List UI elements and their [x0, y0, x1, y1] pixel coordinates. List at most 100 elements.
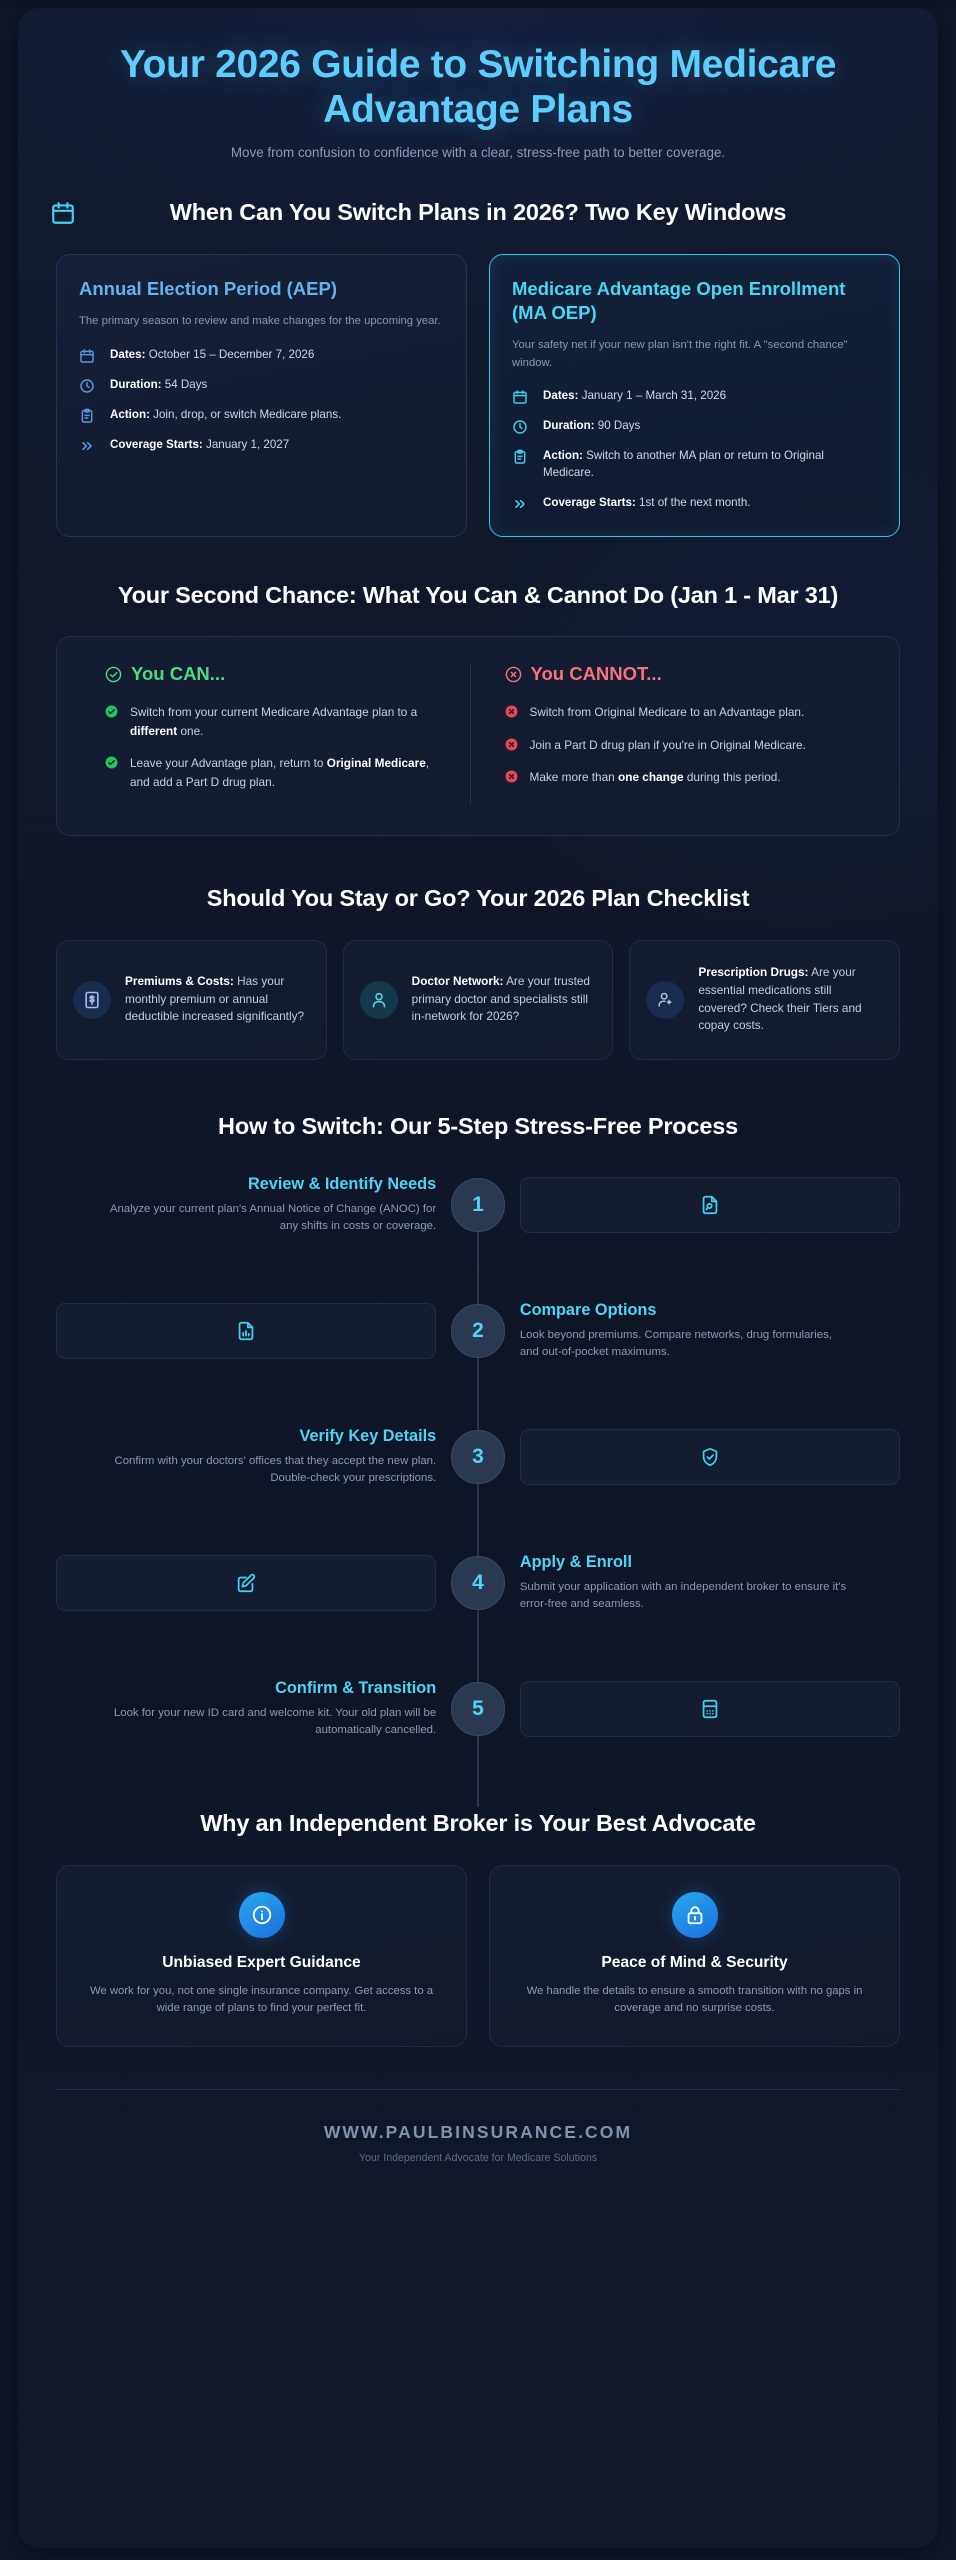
windows-section-heading: When Can You Switch Plans in 2026? Two K… [169, 199, 787, 226]
step-connector-line [477, 1207, 479, 1808]
maoep-card-title: Medicare Advantage Open Enrollment (MA O… [512, 278, 846, 324]
aep-coverage-label: Coverage Starts: [110, 437, 203, 451]
cannot-title: You CANNOT... [530, 663, 662, 685]
clipboard-icon [512, 448, 530, 465]
file-chart-icon [235, 1320, 257, 1342]
edit-square-icon [235, 1572, 257, 1594]
aep-dates-label: Dates: [110, 347, 146, 361]
step-3-title: Verify Key Details [299, 1427, 437, 1446]
checklist-text: Doctor Network: Are your trusted primary… [412, 973, 597, 1026]
step-4-text: Apply & Enroll Submit your application w… [520, 1553, 900, 1613]
checklist-card-prescription-drugs: Prescription Drugs: Are your essential m… [629, 939, 901, 1060]
cannot-item-pre: Switch from Original Medicare to an Adva… [529, 705, 805, 720]
calendar-icon [50, 200, 76, 226]
broker-card-text: We work for you, not one single insuranc… [89, 1984, 434, 2015]
can-item-bold: Original Medicare [326, 756, 426, 771]
process-step-2: 2 Compare Options Look beyond premiums. … [56, 1293, 900, 1369]
aep-duration-row: Duration: 54 Days [79, 377, 444, 394]
chevrons-right-icon [512, 495, 530, 512]
step-2-description: Look beyond premiums. Compare networks, … [519, 1329, 832, 1359]
broker-cards-row: Unbiased Expert Guidance We work for you… [18, 1864, 938, 2047]
footer-content: WWW.PAULBINSURANCE.COM Your Independent … [56, 2122, 900, 2204]
clipboard-icon [79, 407, 97, 424]
process-step-4: 4 Apply & Enroll Submit your application… [56, 1545, 900, 1621]
maoep-action-value: Switch to another MA plan or return to O… [543, 449, 824, 479]
footer-divider [56, 2088, 900, 2090]
broker-card-security: Peace of Mind & Security We handle the d… [489, 1864, 900, 2047]
shield-check-icon [699, 1446, 721, 1468]
step-3-number: 3 [450, 1430, 505, 1485]
info-icon [238, 1891, 285, 1938]
infographic-sheet: Your 2026 Guide to Switching Medicare Ad… [18, 8, 938, 2548]
windows-section-header: When Can You Switch Plans in 2026? Two K… [18, 198, 938, 228]
checklist-card-body: Are your trusted primary doctor and spec… [411, 974, 590, 1024]
calendar-icon [512, 388, 530, 405]
file-search-icon [699, 1194, 721, 1216]
aep-coverage-row: Coverage Starts: January 1, 2027 [79, 437, 444, 454]
step-2-marker: 2 [436, 1304, 520, 1359]
maoep-dates-label: Dates: [543, 389, 579, 403]
cannot-item-pre: Make more than [529, 770, 619, 785]
chevrons-right-icon [79, 437, 97, 454]
step-5-number: 5 [450, 1682, 505, 1737]
aep-coverage-value: January 1, 2027 [206, 437, 290, 451]
x-badge-icon [505, 768, 519, 786]
aep-action-row: Action: Join, drop, or switch Medicare p… [79, 407, 444, 424]
aep-action-value: Join, drop, or switch Medicare plans. [153, 407, 342, 421]
hero-section: Your 2026 Guide to Switching Medicare Ad… [18, 8, 938, 184]
x-circle-icon [505, 666, 522, 683]
step-4-icon-box [56, 1555, 437, 1612]
lock-icon [671, 1891, 718, 1938]
step-5-marker: 5 [436, 1682, 520, 1737]
step-5-description: Look for your new ID card and welcome ki… [113, 1707, 437, 1737]
step-3-icon-box [519, 1429, 900, 1486]
footer-tagline: Your Independent Advocate for Medicare S… [358, 2151, 598, 2164]
cannot-item: Join a Part D drug plan if you're in Ori… [505, 736, 852, 754]
cannot-column: You CANNOT... Switch from Original Medic… [469, 663, 870, 805]
can-heading: You CAN... [105, 663, 452, 685]
clock-icon [512, 418, 530, 435]
checklist-card-label: Premiums & Costs: [125, 974, 234, 989]
maoep-dates-row: Dates: January 1 – March 31, 2026 [512, 388, 877, 405]
broker-card-guidance: Unbiased Expert Guidance We work for you… [56, 1864, 467, 2047]
cannot-item-pre: Join a Part D drug plan if you're in Ori… [529, 737, 806, 752]
check-circle-icon [105, 666, 122, 683]
can-item-bold: different [130, 723, 178, 738]
cannot-item: Switch from Original Medicare to an Adva… [505, 703, 852, 721]
maoep-coverage-label: Coverage Starts: [543, 495, 636, 509]
step-2-number: 2 [451, 1304, 505, 1359]
step-1-description: Analyze your current plan's Annual Notic… [109, 1203, 437, 1233]
can-column: You CAN... Switch from your current Medi… [87, 663, 470, 805]
can-title: You CAN... [131, 663, 226, 685]
checklist-card-premiums: Premiums & Costs: Has your monthly premi… [56, 939, 327, 1060]
maoep-duration-label: Duration: [543, 419, 595, 433]
aep-duration-value: 54 Days [164, 377, 208, 391]
cannot-item-post: during this period. [683, 770, 781, 785]
maoep-card-description: Your safety net if your new plan isn't t… [512, 339, 848, 369]
can-item: Leave your Advantage plan, return to Ori… [105, 754, 452, 791]
aep-card-description: The primary season to review and make ch… [79, 315, 441, 328]
aep-dates-value: October 15 – December 7, 2026 [148, 347, 315, 361]
step-1-icon-box [519, 1177, 900, 1234]
process-step-3: Verify Key Details Confirm with your doc… [56, 1419, 900, 1495]
step-4-marker: 4 [436, 1556, 520, 1611]
step-4-title: Apply & Enroll [519, 1553, 632, 1572]
footer: WWW.PAULBINSURANCE.COM Your Independent … [18, 2088, 938, 2204]
step-3-marker: 3 [436, 1430, 520, 1485]
step-4-description: Submit your application with an independ… [519, 1581, 847, 1611]
step-4-number: 4 [451, 1556, 505, 1611]
step-1-number: 1 [450, 1178, 505, 1233]
infographic-page: Your 2026 Guide to Switching Medicare Ad… [0, 8, 956, 2560]
checklist-card-body: Has your monthly premium or annual deduc… [125, 974, 305, 1024]
footer-url[interactable]: WWW.PAULBINSURANCE.COM [323, 2121, 633, 2142]
step-2-title: Compare Options [519, 1301, 657, 1320]
clock-icon [79, 377, 97, 394]
step-2-text: Compare Options Look beyond premiums. Co… [520, 1301, 900, 1361]
pill-user-icon [646, 980, 685, 1019]
x-badge-icon [505, 736, 519, 754]
process-steps: Review & Identify Needs Analyze your cur… [18, 1167, 938, 1808]
step-1-marker: 1 [436, 1178, 520, 1233]
checklist-card-body: Are your essential medications still cov… [698, 965, 862, 1033]
id-card-icon [699, 1698, 721, 1720]
checklist-card-doctor-network: Doctor Network: Are your trusted primary… [342, 939, 614, 1060]
